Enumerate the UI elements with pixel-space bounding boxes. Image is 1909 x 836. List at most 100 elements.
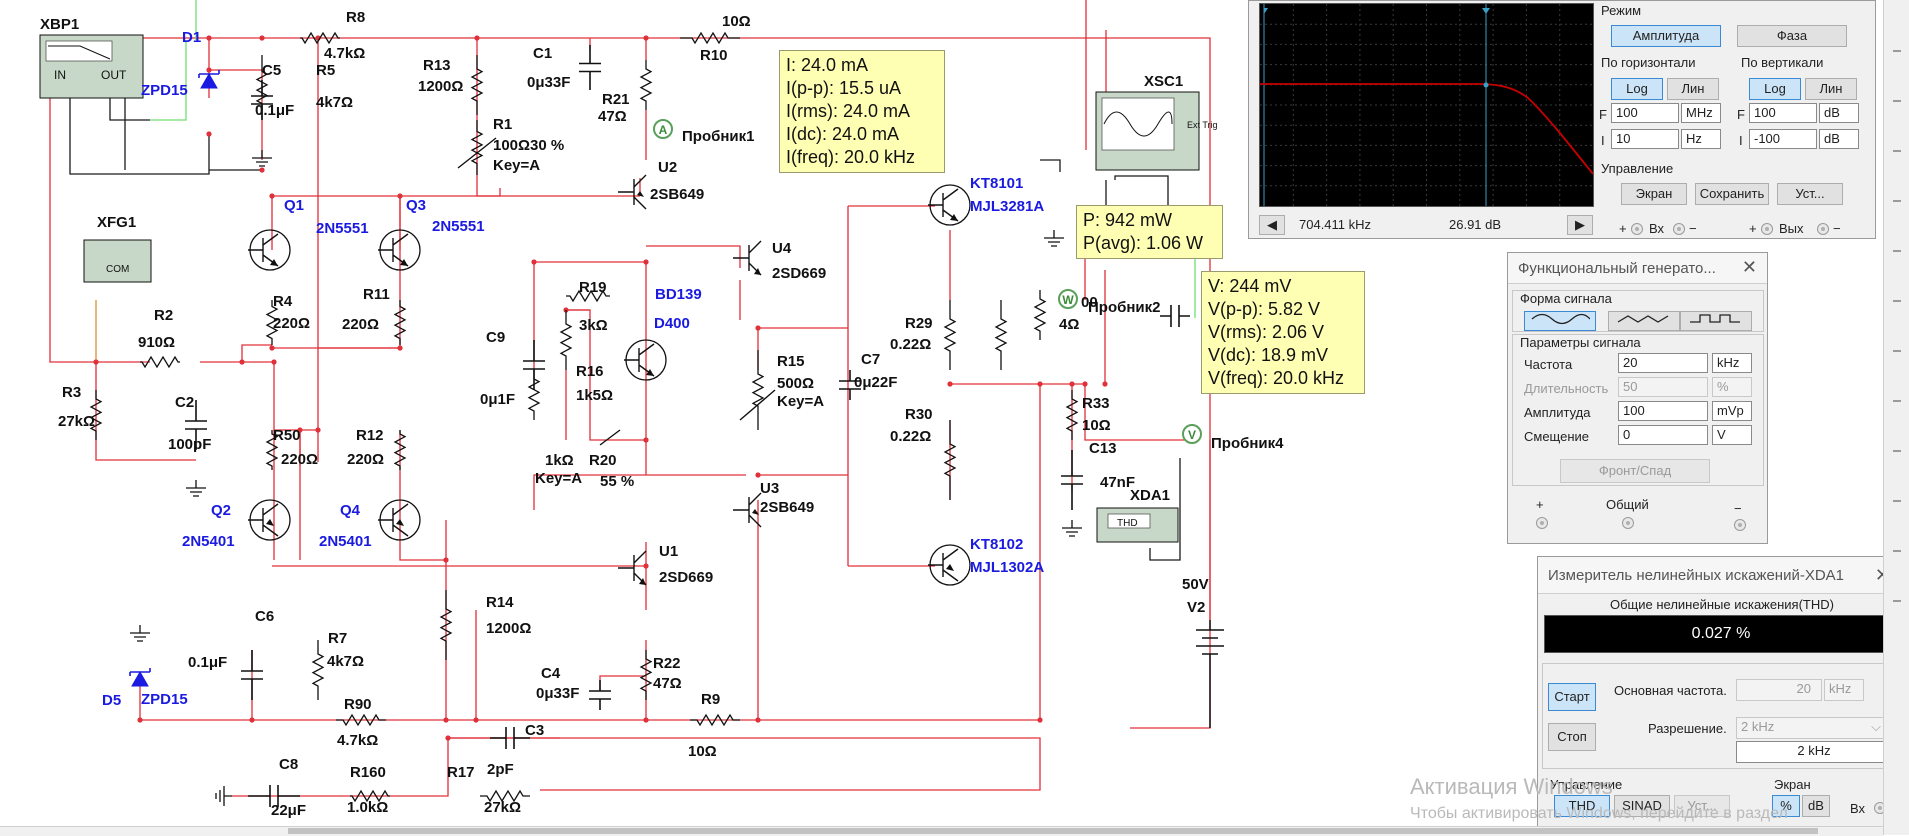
junction-dot bbox=[473, 717, 479, 723]
screen-button[interactable]: Экран bbox=[1621, 183, 1687, 205]
duty-unit[interactable]: % bbox=[1712, 377, 1752, 397]
vertical-scrollbar[interactable] bbox=[1883, 0, 1909, 835]
vertical-lin-button[interactable]: Лин bbox=[1805, 78, 1857, 100]
function-generator-titlebar[interactable]: Функциональный генерато... ✕ bbox=[1508, 253, 1767, 284]
sinad-mode-button[interactable]: SINAD bbox=[1614, 795, 1670, 817]
amplitude-button[interactable]: Амплитуда bbox=[1611, 25, 1721, 47]
probe-line: V(freq): 20.0 kHz bbox=[1208, 368, 1345, 388]
minus-terminal[interactable] bbox=[1734, 519, 1746, 531]
cursor-right-button[interactable]: ▶ bbox=[1567, 215, 1593, 235]
battery-symbol bbox=[1196, 620, 1224, 728]
horizontal-log-button[interactable]: Log bbox=[1611, 78, 1663, 100]
probe-line: I(rms): 24.0 mA bbox=[786, 101, 911, 121]
vertical-initial-input[interactable]: -100 bbox=[1749, 129, 1817, 149]
settings-button[interactable]: Уст... bbox=[1777, 183, 1843, 205]
horizontal-initial-input[interactable]: 10 bbox=[1611, 129, 1679, 149]
vertical-log-button[interactable]: Log bbox=[1749, 78, 1801, 100]
resolution-value-text: 2 kHz bbox=[1797, 743, 1831, 758]
bode-screen[interactable] bbox=[1259, 3, 1594, 207]
wire bbox=[1149, 458, 1181, 561]
resistor-symbol bbox=[265, 430, 279, 470]
percent-button[interactable]: % bbox=[1772, 795, 1800, 817]
component-label: 1kΩ bbox=[545, 452, 574, 469]
component-label: R14 bbox=[486, 594, 514, 611]
transistor-symbol bbox=[733, 492, 762, 528]
component-label: R50 bbox=[273, 427, 301, 444]
junction-dot bbox=[755, 325, 761, 331]
vertical-final-input[interactable]: 100 bbox=[1749, 103, 1817, 123]
thd-analyzer-titlebar[interactable]: Измеритель нелинейных искажений-XDA1 ✕ bbox=[1538, 557, 1900, 594]
bode-magnitude-trace bbox=[1260, 83, 1594, 175]
frequency-input[interactable]: 20 bbox=[1618, 353, 1708, 373]
transistor-leads bbox=[928, 188, 959, 222]
in-minus-terminal[interactable] bbox=[1673, 223, 1685, 235]
zener-diode-symbol bbox=[131, 670, 149, 687]
thd-settings-button[interactable]: Уст... bbox=[1674, 795, 1730, 817]
plus-terminal[interactable] bbox=[1536, 517, 1548, 529]
oscilloscope-ext-label: Ext Trig bbox=[1187, 120, 1218, 130]
ground-symbol bbox=[252, 150, 272, 167]
offset-unit[interactable]: V bbox=[1712, 425, 1752, 445]
vertical-final-unit[interactable]: dB bbox=[1819, 103, 1859, 123]
bode-plotter-panel[interactable]: ◀ 704.411 kHz 26.91 dB ▶ Режим Амплитуда… bbox=[1248, 0, 1876, 239]
resistor-symbol bbox=[311, 640, 325, 700]
db-button[interactable]: dB bbox=[1802, 795, 1830, 817]
in-plus-terminal[interactable] bbox=[1631, 223, 1643, 235]
stop-button[interactable]: Стоп bbox=[1548, 723, 1596, 751]
wire bbox=[241, 344, 272, 362]
amplitude-input[interactable]: 100 bbox=[1618, 401, 1708, 421]
horizontal-final-input[interactable]: 100 bbox=[1611, 103, 1679, 123]
horizontal-final-unit[interactable]: MHz bbox=[1681, 103, 1721, 123]
rise-fall-button[interactable]: Фронт/Спад bbox=[1560, 459, 1710, 483]
square-wave-button[interactable] bbox=[1680, 311, 1752, 331]
cursor-left-button[interactable]: ◀ bbox=[1259, 215, 1285, 235]
horizontal-lin-button[interactable]: Лин bbox=[1667, 78, 1719, 100]
component-label: 2SD669 bbox=[659, 569, 713, 586]
resistor-symbol bbox=[336, 713, 386, 727]
horizontal-scrollbar[interactable] bbox=[0, 826, 1883, 836]
horizontal-initial-unit[interactable]: Hz bbox=[1681, 129, 1721, 149]
component-label: Q4 bbox=[340, 502, 361, 519]
component-label: R13 bbox=[423, 57, 451, 74]
amplitude-unit[interactable]: mVp bbox=[1712, 401, 1752, 421]
potentiometer-arrow bbox=[599, 429, 621, 446]
vertical-initial-unit[interactable]: dB bbox=[1819, 129, 1859, 149]
junction-dot bbox=[397, 193, 403, 199]
triangle-wave-button[interactable] bbox=[1608, 311, 1680, 331]
scrollbar-tick bbox=[1893, 550, 1901, 552]
component-label: U3 bbox=[760, 480, 779, 497]
transistor-arrow bbox=[396, 519, 404, 526]
component-label: BD139 bbox=[655, 286, 702, 303]
sine-wave-button[interactable] bbox=[1524, 311, 1596, 331]
thd-analyzer-panel[interactable]: Измеритель нелинейных искажений-XDA1 ✕ О… bbox=[1537, 556, 1901, 828]
out-plus-terminal[interactable] bbox=[1761, 223, 1773, 235]
function-generator-panel[interactable]: Функциональный генерато... ✕ Форма сигна… bbox=[1507, 252, 1768, 544]
fundamental-frequency-input[interactable]: 20 bbox=[1736, 679, 1822, 701]
chevron-down-icon: ⌵ bbox=[1871, 719, 1881, 734]
phase-button[interactable]: Фаза bbox=[1737, 25, 1847, 47]
out-minus-terminal[interactable] bbox=[1817, 223, 1829, 235]
scrollbar-tick bbox=[1893, 200, 1901, 202]
junction-dot bbox=[269, 345, 275, 351]
common-terminal[interactable] bbox=[1622, 517, 1634, 529]
fundamental-frequency-unit[interactable]: kHz bbox=[1824, 679, 1864, 701]
horizontal-scrollbar-thumb[interactable] bbox=[288, 828, 1818, 834]
waveform-group bbox=[1512, 290, 1764, 332]
frequency-unit[interactable]: kHz bbox=[1712, 353, 1752, 373]
params-group bbox=[1512, 334, 1764, 486]
component-label: 47Ω bbox=[598, 108, 627, 125]
save-button[interactable]: Сохранить bbox=[1695, 183, 1769, 205]
start-button[interactable]: Старт bbox=[1548, 683, 1596, 711]
component-label: U2 bbox=[658, 159, 677, 176]
wire bbox=[599, 675, 646, 690]
close-icon[interactable]: ✕ bbox=[1741, 257, 1757, 277]
common-terminal-label: Общий bbox=[1606, 497, 1649, 512]
sine-wave-icon bbox=[1531, 313, 1591, 325]
component-label: Пробник4 bbox=[1211, 435, 1284, 452]
duty-input[interactable]: 50 bbox=[1618, 377, 1708, 397]
capacitor-symbol bbox=[1061, 450, 1083, 510]
resolution-select[interactable]: 2 kHz ⌵ bbox=[1736, 717, 1888, 739]
thd-mode-button[interactable]: THD bbox=[1554, 795, 1610, 817]
offset-input[interactable]: 0 bbox=[1618, 425, 1708, 445]
